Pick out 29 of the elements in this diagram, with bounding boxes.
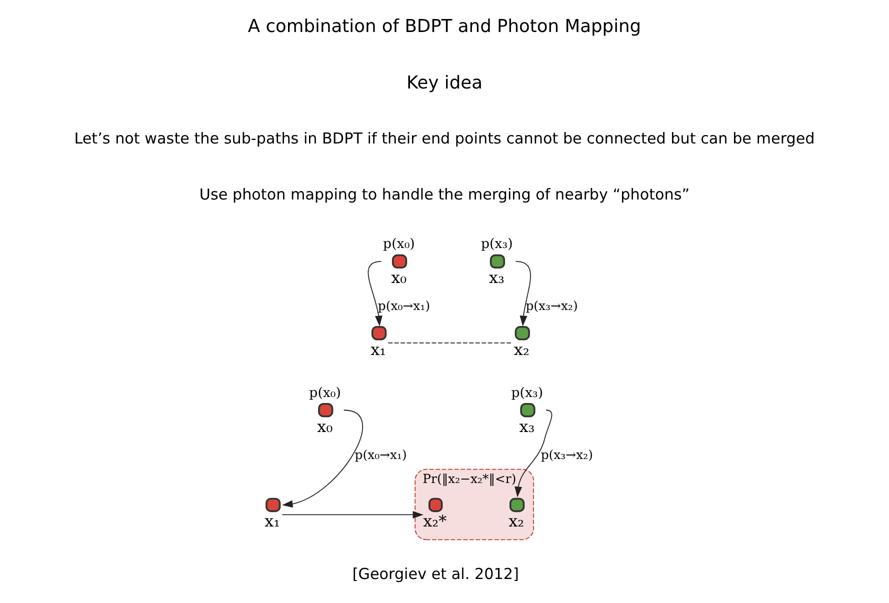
- node-label: x₃: [489, 268, 504, 288]
- node-label: x₂*: [423, 512, 447, 531]
- node-label: p(x₀): [383, 237, 415, 252]
- arrow: [515, 261, 531, 326]
- edge-label: p(x₃→x₂): [526, 298, 578, 314]
- edge-label: p(x₀→x₁): [378, 298, 430, 314]
- arrow: [282, 410, 363, 508]
- node-label: p(x₃): [481, 237, 513, 252]
- arrow: [282, 511, 424, 518]
- node-label: Pr(‖x₂−x₂*‖<r): [422, 470, 516, 486]
- node-label: x₁: [370, 340, 386, 359]
- label: Key idea: [406, 72, 483, 94]
- label: A combination of BDPT and Photon Mapping: [248, 16, 642, 38]
- node-label: p(x₀): [309, 386, 342, 401]
- label: [Georgiev et al. 2012]: [352, 564, 519, 583]
- edge-label: p(x₃→x₂): [540, 446, 593, 462]
- node-label: x₂: [508, 512, 524, 531]
- node-label: x₃: [519, 416, 535, 436]
- connector: [388, 342, 513, 344]
- node-label: x₀: [317, 416, 333, 436]
- node-label: x₀: [391, 268, 407, 288]
- node-label: x₁: [264, 512, 280, 531]
- cluster: [414, 468, 534, 540]
- label: Let’s not waste the sub-paths in BDPT if their end points cannot be connected but can be merged: [74, 130, 815, 148]
- node-label: p(x₃): [511, 386, 544, 401]
- arrow: [368, 261, 382, 326]
- edge-label: p(x₀→x₁): [354, 446, 407, 462]
- node-label: x₂: [514, 340, 530, 359]
- label: Use photon mapping to handle the merging of nearby “photons”: [199, 186, 690, 204]
